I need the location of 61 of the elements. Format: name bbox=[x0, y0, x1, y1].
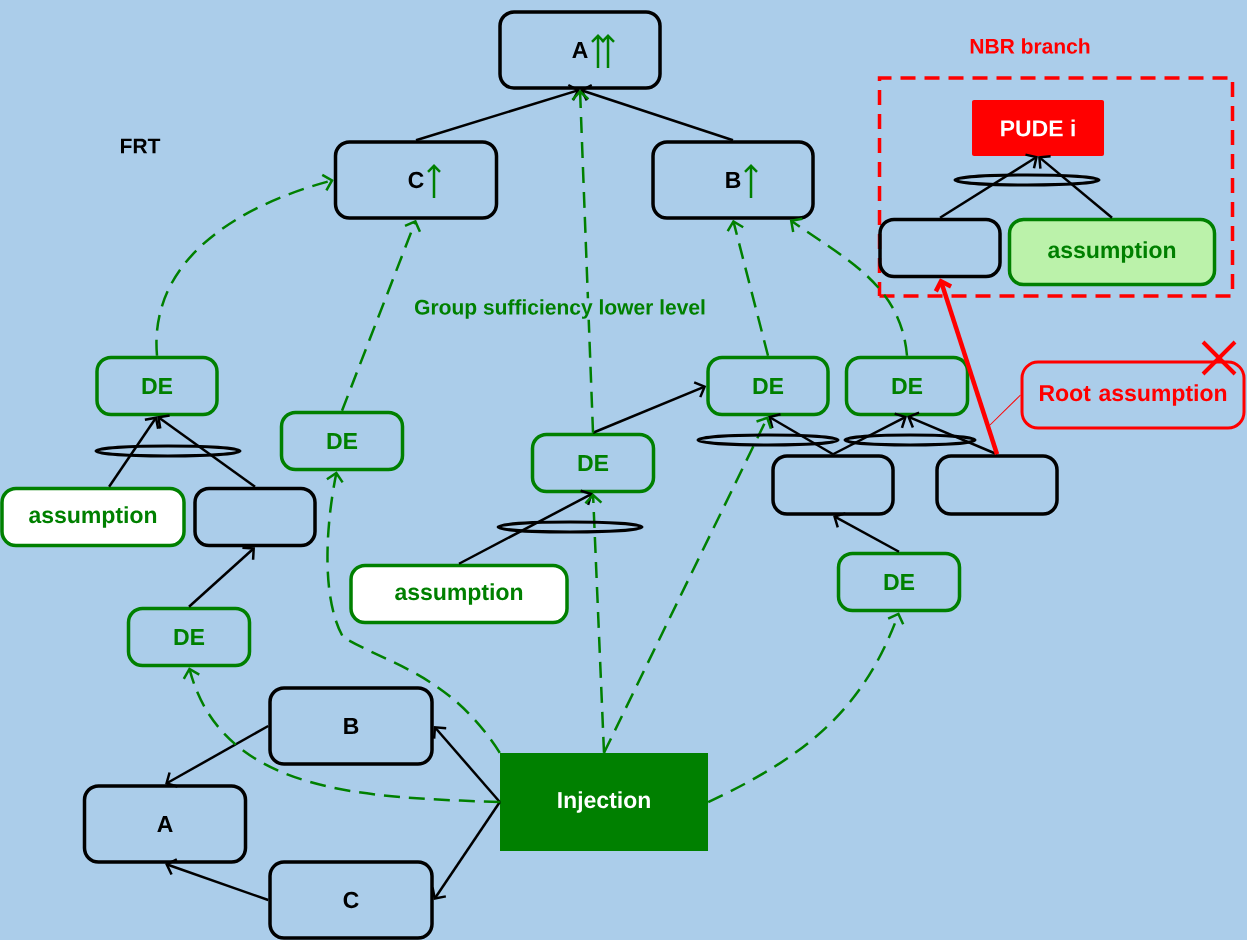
rounded-box: A bbox=[82, 784, 248, 864]
arrow bbox=[571, 89, 595, 433]
leader-line bbox=[989, 394, 1021, 426]
rounded-box: assumption bbox=[0, 486, 186, 548]
annotation-text: Group sufficiency lower level bbox=[413, 298, 707, 320]
label-text: FRT bbox=[121, 138, 161, 154]
arrow bbox=[415, 83, 580, 142]
callout-box: Root assumption bbox=[1020, 360, 1246, 430]
arrow bbox=[939, 153, 1038, 219]
filled-box: Injection bbox=[500, 753, 708, 851]
rounded-box: DE bbox=[706, 355, 830, 417]
rounded-box: B bbox=[651, 140, 815, 220]
arrow bbox=[188, 546, 255, 608]
arrow bbox=[326, 471, 501, 754]
arrow bbox=[155, 173, 334, 356]
and-ellipse bbox=[696, 433, 840, 447]
and-ellipse bbox=[953, 173, 1101, 187]
arrow bbox=[182, 667, 500, 804]
arrow bbox=[165, 724, 269, 788]
arrow bbox=[108, 416, 160, 488]
arrow bbox=[580, 84, 734, 142]
arrow bbox=[933, 278, 1000, 455]
arrow bbox=[726, 219, 770, 357]
arrow bbox=[165, 858, 269, 902]
arrow bbox=[832, 412, 907, 456]
empty-box bbox=[771, 454, 895, 516]
empty-box bbox=[193, 486, 317, 548]
rounded-box: DE bbox=[530, 432, 656, 494]
and-ellipse bbox=[496, 520, 644, 534]
arrow bbox=[432, 726, 501, 803]
arrow bbox=[340, 219, 422, 412]
arrow bbox=[458, 489, 593, 565]
arrow bbox=[431, 801, 501, 900]
arrow bbox=[592, 381, 707, 434]
arrow bbox=[602, 416, 773, 754]
rounded-box: C bbox=[333, 140, 499, 220]
rounded-box: DE bbox=[95, 355, 219, 417]
arrow bbox=[584, 493, 606, 753]
arrow bbox=[833, 512, 900, 553]
rounded-box: DE bbox=[836, 551, 962, 613]
rounded-box: DE bbox=[126, 606, 252, 668]
rounded-box: DE bbox=[844, 355, 970, 417]
arrow bbox=[707, 612, 905, 804]
arrow bbox=[157, 414, 256, 488]
rounded-box: assumption bbox=[1007, 217, 1217, 287]
dashed-frame bbox=[877, 38, 1235, 298]
and-ellipse bbox=[843, 433, 977, 447]
and-ellipse bbox=[94, 444, 242, 458]
empty-box bbox=[935, 454, 1059, 516]
rounded-box: B bbox=[268, 686, 434, 766]
frame-heading: NBR branch bbox=[970, 38, 1090, 54]
arrow bbox=[1038, 155, 1113, 219]
empty-box bbox=[878, 217, 1002, 279]
rounded-box: A bbox=[498, 10, 662, 90]
arrow bbox=[907, 411, 998, 456]
filled-box: PUDE i bbox=[972, 100, 1104, 156]
rounded-box: DE bbox=[279, 410, 405, 472]
arrow bbox=[768, 413, 834, 456]
rounded-box: C bbox=[268, 860, 434, 940]
arrow bbox=[789, 217, 909, 356]
rounded-box: assumption bbox=[349, 563, 569, 625]
